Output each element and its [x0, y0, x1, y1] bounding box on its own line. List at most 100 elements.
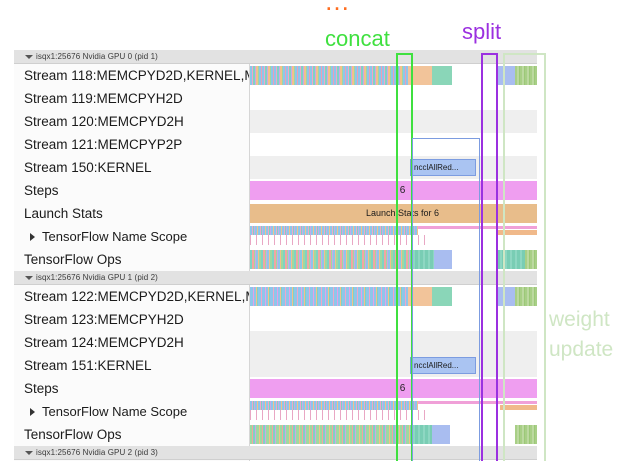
row-label: TensorFlow Ops [14, 423, 250, 446]
annotation-frame-nccl-gpu0 [412, 138, 480, 461]
weight-update-line-1: weight [549, 308, 610, 331]
timeline-viewer[interactable]: isqx1:25676 Nvidia GPU 0 (pid 1) Stream … [14, 50, 537, 461]
row-label: Steps [14, 179, 250, 202]
activity-strip[interactable] [525, 66, 537, 85]
table-row[interactable]: Stream 118:MEMCPYD2D,KERNEL,ME [14, 64, 537, 87]
row-lane[interactable] [250, 225, 537, 248]
row-label: TensorFlow Name Scope [14, 225, 250, 248]
row-lane[interactable] [250, 110, 537, 133]
ops-strip[interactable] [525, 250, 537, 269]
row-lane[interactable] [250, 423, 537, 446]
row-lane[interactable]: 6 [250, 179, 537, 202]
name-scope-span[interactable] [500, 405, 537, 410]
row-label: Stream 119:MEMCPYH2D [14, 87, 250, 110]
nccl-allreduce-block[interactable]: ncclAllRed... [410, 357, 476, 374]
row-lane[interactable] [250, 248, 537, 271]
table-row[interactable]: TensorFlow Ops [14, 248, 537, 271]
table-row[interactable]: Steps 6 [14, 179, 537, 202]
annotation-label-weight-update: weight update [549, 305, 613, 365]
name-scope-span[interactable] [497, 230, 537, 235]
group-header-gpu-0[interactable]: isqx1:25676 Nvidia GPU 0 (pid 1) [14, 50, 537, 64]
activity-strip[interactable] [408, 287, 432, 306]
table-row[interactable]: Stream 123:MEMCPYH2D [14, 308, 537, 331]
row-lane[interactable] [250, 87, 537, 110]
group-header-gpu-1[interactable]: isqx1:25676 Nvidia GPU 1 (pid 2) [14, 271, 537, 285]
steps-block-label: 6 [399, 185, 406, 196]
table-row[interactable]: Steps 6 [14, 377, 537, 400]
expand-arrow-icon[interactable] [30, 408, 35, 416]
collapse-triangle-icon[interactable] [25, 451, 33, 455]
row-lane[interactable] [250, 331, 537, 354]
name-scope-span[interactable] [418, 401, 537, 404]
activity-strip[interactable] [497, 287, 515, 306]
steps-block[interactable] [250, 181, 537, 200]
annotation-label-concat: concat [325, 26, 390, 51]
table-row[interactable]: TensorFlow Name Scope [14, 400, 537, 423]
annotation-box-weight-update [503, 53, 546, 461]
row-label: TensorFlow Name Scope [14, 400, 250, 423]
steps-block-label: 6 [399, 383, 406, 394]
group-header-label: isqx1:25676 Nvidia GPU 0 (pid 1) [36, 52, 158, 61]
name-scope-strip[interactable] [250, 226, 418, 235]
row-lane[interactable]: 6 [250, 377, 537, 400]
weight-update-line-2: update [549, 338, 614, 361]
annotation-label-split: split [462, 19, 502, 44]
activity-strip[interactable] [408, 66, 432, 85]
activity-strip[interactable] [250, 66, 408, 85]
row-label-text: TensorFlow Name Scope [42, 404, 188, 419]
launch-stats-block[interactable] [250, 204, 537, 223]
table-row[interactable]: Stream 151:KERNEL ncclAllRed... [14, 354, 537, 377]
activity-strip[interactable] [432, 287, 452, 306]
table-row[interactable]: Launch Stats Launch Stats for 6 [14, 202, 537, 225]
row-lane[interactable] [250, 400, 537, 423]
activity-strip[interactable] [497, 66, 515, 85]
table-row[interactable]: Stream 120:MEMCPYD2H [14, 110, 537, 133]
row-lane[interactable] [250, 308, 537, 331]
row-label: Steps [14, 377, 250, 400]
table-row[interactable]: Stream 124:MEMCPYD2H [14, 331, 537, 354]
row-label-text: TensorFlow Name Scope [42, 229, 188, 244]
table-row[interactable]: Stream 122:MEMCPYD2D,KERNEL,MI [14, 285, 537, 308]
name-scope-ticks[interactable] [250, 235, 430, 245]
annotation-box-split [481, 53, 498, 461]
name-scope-strip[interactable] [250, 401, 418, 410]
row-lane[interactable]: ncclAllRed... [250, 354, 537, 377]
nccl-allreduce-block[interactable]: ncclAllRed... [410, 159, 476, 176]
steps-block[interactable] [250, 379, 537, 398]
activity-strip[interactable] [515, 66, 525, 85]
annotation-label-clipped-top: … [324, 0, 350, 16]
row-lane[interactable] [250, 285, 537, 308]
table-row[interactable]: TensorFlow Ops [14, 423, 537, 446]
name-scope-ticks[interactable] [250, 410, 430, 420]
row-label: Stream 151:KERNEL [14, 354, 250, 377]
ops-strip[interactable] [515, 425, 537, 444]
group-header-label: isqx1:25676 Nvidia GPU 2 (pid 3) [36, 448, 158, 457]
ops-strip[interactable] [250, 425, 410, 444]
row-label: Stream 118:MEMCPYD2D,KERNEL,ME [14, 64, 250, 87]
row-label: Launch Stats [14, 202, 250, 225]
row-lane[interactable]: ncclAllRed... [250, 156, 537, 179]
activity-strip[interactable] [432, 66, 452, 85]
ops-strip[interactable] [410, 425, 432, 444]
row-lane[interactable]: Launch Stats for 6 [250, 202, 537, 225]
row-label: Stream 120:MEMCPYD2H [14, 110, 250, 133]
row-lane[interactable] [250, 64, 537, 87]
activity-strip[interactable] [515, 287, 537, 306]
ops-strip[interactable] [432, 425, 450, 444]
table-row[interactable]: TensorFlow Name Scope [14, 225, 537, 248]
table-row[interactable]: Stream 150:KERNEL ncclAllRed... [14, 156, 537, 179]
row-label: Stream 122:MEMCPYD2D,KERNEL,MI [14, 285, 250, 308]
table-row[interactable]: Stream 119:MEMCPYH2D [14, 87, 537, 110]
ops-strip[interactable] [410, 250, 434, 269]
collapse-triangle-icon[interactable] [25, 276, 33, 280]
ops-strip[interactable] [434, 250, 452, 269]
collapse-triangle-icon[interactable] [25, 55, 33, 59]
name-scope-span[interactable] [418, 226, 537, 229]
ops-strip[interactable] [250, 250, 410, 269]
expand-arrow-icon[interactable] [30, 233, 35, 241]
group-header-label: isqx1:25676 Nvidia GPU 1 (pid 2) [36, 273, 158, 282]
activity-strip[interactable] [250, 287, 408, 306]
group-header-gpu-2[interactable]: isqx1:25676 Nvidia GPU 2 (pid 3) [14, 446, 537, 460]
row-label: Stream 123:MEMCPYH2D [14, 308, 250, 331]
